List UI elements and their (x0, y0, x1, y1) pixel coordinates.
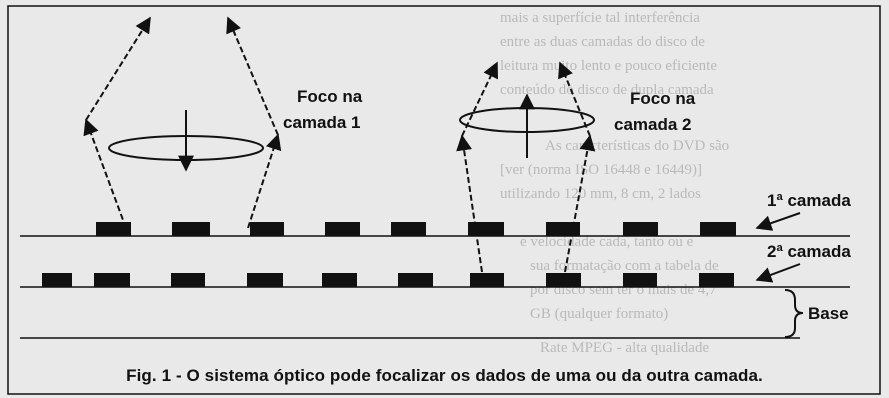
optics-layer1: Foco na camada 1 (83, 16, 363, 229)
data-pit (96, 222, 131, 236)
ray-segment (456, 134, 483, 273)
data-pit (468, 222, 504, 236)
ray-segment (85, 16, 151, 121)
layer1-pointer (755, 212, 801, 231)
bg-line: [ver (norma ISO 16448 e 16449)] (500, 162, 702, 178)
ray-segment (461, 61, 498, 137)
data-pit (250, 222, 284, 236)
focus-label-2-line2: camada 2 (614, 115, 692, 134)
bg-line: mais a superfície tal interferência (500, 10, 700, 26)
layer2-pointer (755, 263, 801, 283)
layer1-label: 1ª camada (767, 191, 851, 210)
figure-border (7, 5, 881, 395)
data-pit (470, 273, 504, 287)
ray-segment (564, 134, 596, 273)
data-pit (325, 222, 360, 236)
data-pit (322, 273, 357, 287)
bg-line: conteúdo do disco de dupla camada (500, 82, 714, 98)
data-pit (623, 222, 658, 236)
data-pit (398, 273, 433, 287)
base-brace (784, 289, 804, 338)
ray-segment (83, 118, 127, 229)
figure-caption: Fig. 1 - O sistema óptico pode focalizar… (126, 366, 763, 385)
data-pit (623, 273, 657, 287)
data-pit (247, 273, 283, 287)
bg-line: Rate MPEG - alta qualidade (540, 340, 709, 356)
data-pit (391, 222, 426, 236)
ray-segment (226, 16, 279, 136)
bg-line: leitura muito lento e pouco eficiente (500, 58, 717, 74)
bg-line: sua formatação com a tabela de (530, 258, 719, 274)
bg-line: entre as duas camadas do disco de (500, 34, 705, 50)
layer-labels: 1ª camada 2ª camada Base (755, 191, 851, 338)
focus-label-1-line1: Foco na (297, 87, 363, 106)
layer2-label: 2ª camada (767, 242, 851, 261)
data-pit (546, 222, 580, 236)
focus-label-2-line1: Foco na (630, 89, 696, 108)
data-pit (94, 273, 130, 287)
focus-label-1-line2: camada 1 (283, 113, 361, 132)
ray-segment (558, 61, 591, 137)
background-text-left: mais a superfície tal interferência entr… (500, 10, 729, 356)
optics-layer2: Foco na camada 2 (456, 61, 696, 273)
base-label: Base (808, 304, 849, 323)
data-pit (171, 273, 205, 287)
data-pit (546, 273, 581, 287)
bg-line: e velocidade cada, tanto ou e (520, 234, 694, 250)
bg-line: GB (qualquer formato) (530, 306, 668, 322)
bg-line: As características do DVD são (545, 138, 729, 154)
data-pit (42, 273, 72, 287)
ray-segment (247, 133, 282, 229)
data-pit (699, 273, 734, 287)
bg-line: utilizando 120 mm, 8 cm, 2 lados (500, 186, 701, 202)
data-pit (700, 222, 736, 236)
data-pit (172, 222, 210, 236)
disc-layers (20, 222, 850, 339)
